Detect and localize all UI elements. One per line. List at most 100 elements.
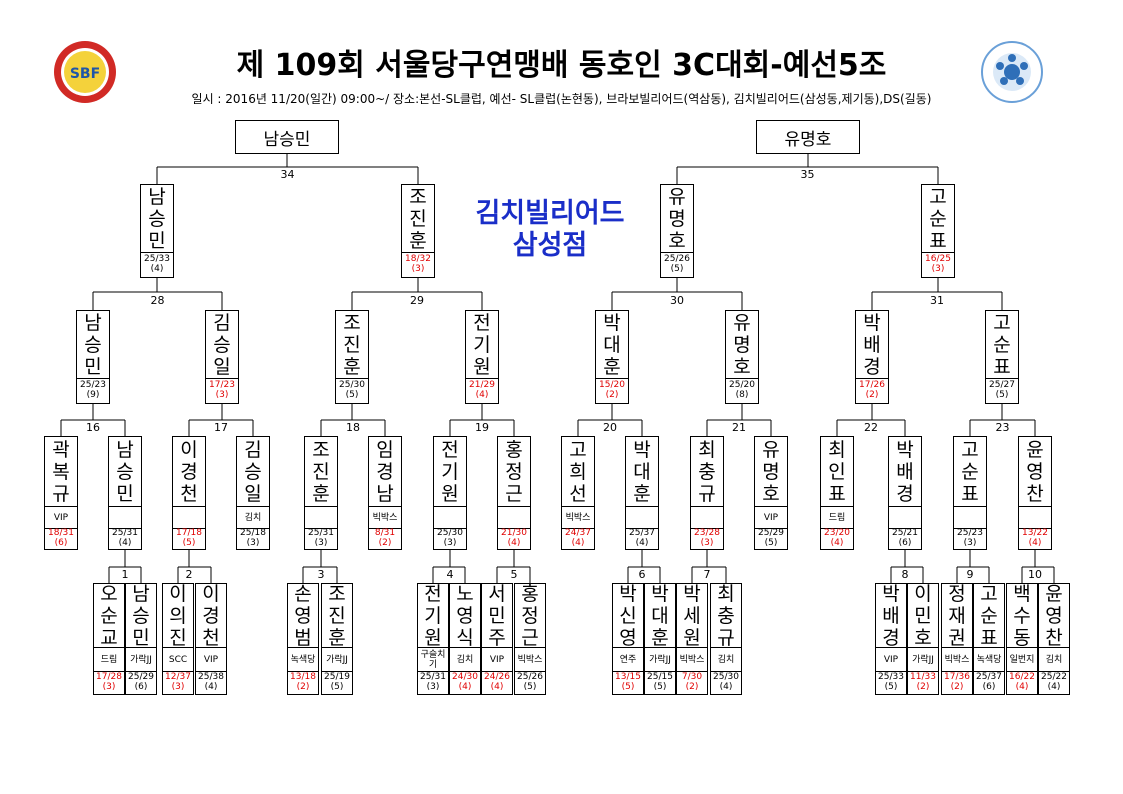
score-value: 25/37 [976, 672, 1002, 682]
player-score: 12/37(3) [163, 670, 193, 694]
player-score: 16/25(3) [922, 251, 954, 277]
player-score: 7/30(2) [677, 670, 707, 694]
score-value: 16/22 [1009, 672, 1035, 682]
player-score: 25/23(9) [77, 377, 109, 403]
score-value: 13/18 [290, 672, 316, 682]
player-score: 25/20(8) [726, 377, 758, 403]
player-club: 녹색당 [974, 648, 1004, 672]
innings-value: (5) [345, 390, 359, 400]
innings-value: (2) [865, 390, 879, 400]
player-club: VIP [482, 648, 512, 672]
sbf-logo: SBF [53, 40, 117, 104]
innings-value: (2) [296, 682, 310, 692]
player-club: VIP [755, 507, 787, 529]
score-value: 25/26 [664, 254, 690, 264]
player-score: 25/15(5) [645, 670, 675, 694]
innings-value: (3) [443, 538, 457, 548]
match-number: 16 [86, 421, 100, 434]
match-number: 29 [410, 294, 424, 307]
match-number: 9 [966, 568, 974, 581]
venue-line-1: 김치빌리어드 [475, 198, 625, 229]
innings-value: (9) [86, 390, 100, 400]
player-club: 빅박스 [369, 507, 401, 529]
match-number: 8 [901, 568, 909, 581]
player-score: 24/37(4) [562, 527, 594, 549]
sbf-logo-text: SBF [70, 66, 100, 82]
innings-value: (3) [931, 264, 945, 274]
innings-value: (4) [635, 538, 649, 548]
player-club: 가락JJ [126, 648, 156, 672]
player-score: 25/26(5) [661, 251, 693, 277]
player-score: 17/23(3) [206, 377, 238, 403]
venue-line-2: 삼성점 [512, 230, 588, 261]
match-number: 30 [670, 294, 684, 307]
score-value: 21/30 [501, 528, 527, 538]
match-number: 3 [317, 568, 325, 581]
score-value: 25/23 [80, 380, 106, 390]
score-value: 25/18 [240, 528, 266, 538]
innings-value: (5) [884, 682, 898, 692]
match-number: 7 [703, 568, 711, 581]
innings-value: (4) [118, 538, 132, 548]
player-club: VIP [45, 507, 77, 529]
score-value: 25/20 [729, 380, 755, 390]
innings-value: (4) [475, 390, 489, 400]
score-value: 12/37 [165, 672, 191, 682]
match-number: 17 [214, 421, 228, 434]
innings-value: (4) [490, 682, 504, 692]
player-score: 25/33(5) [876, 670, 906, 694]
player-club [305, 507, 337, 529]
player-club [954, 507, 986, 529]
innings-value: (2) [916, 682, 930, 692]
player-club: 가락JJ [908, 648, 938, 672]
innings-value: (5) [670, 264, 684, 274]
player-score: 24/26(4) [482, 670, 512, 694]
score-value: 16/25 [925, 254, 951, 264]
player-score: 25/27(5) [986, 377, 1018, 403]
player-score: 15/20(2) [596, 377, 628, 403]
innings-value: (3) [411, 264, 425, 274]
player-club: 빅박스 [677, 648, 707, 672]
player-score: 25/29(6) [126, 670, 156, 694]
player-club: 김치 [1039, 648, 1069, 672]
match-number: 35 [800, 168, 815, 181]
player-club [1019, 507, 1051, 529]
player-score: 24/30(4) [450, 670, 480, 694]
innings-value: (4) [150, 264, 164, 274]
score-value: 25/30 [339, 380, 365, 390]
innings-value: (6) [54, 538, 68, 548]
player-score: 18/32(3) [402, 251, 434, 277]
player-score: 25/23(3) [954, 527, 986, 549]
